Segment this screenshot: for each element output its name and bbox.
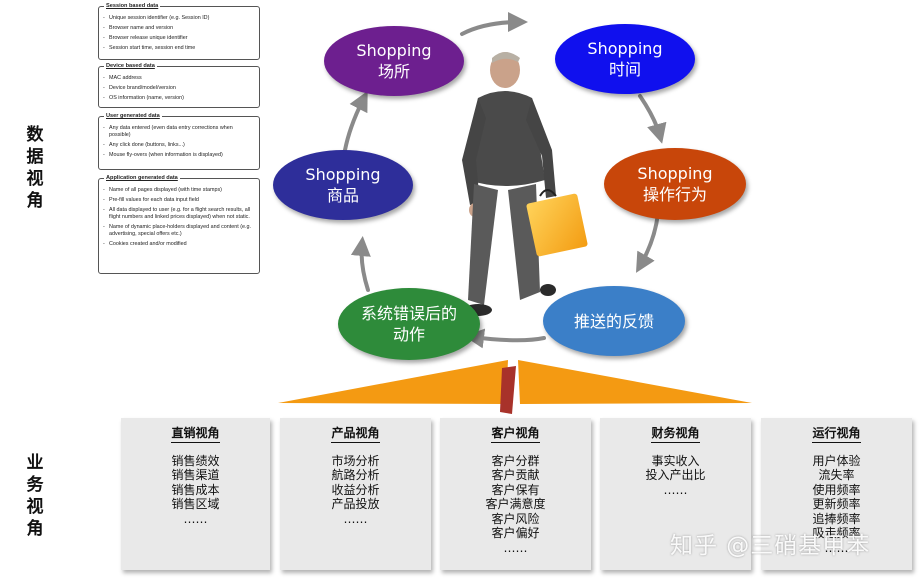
panel-title: 产品视角: [331, 426, 380, 443]
data-view-char: 据: [26, 147, 44, 167]
panel-item: 销售绩效: [171, 453, 220, 468]
funnel-right-wedge: [518, 360, 752, 404]
user-data-box: User generated data Any data entered (ev…: [98, 113, 260, 170]
business-view-char: 角: [26, 519, 44, 539]
shopping-behavior-node: Shopping 操作行为: [604, 148, 746, 220]
panel-item: 吸走频率: [812, 526, 861, 540]
panel-title: 客户视角: [491, 426, 540, 443]
funnel-left-wedge: [278, 360, 508, 404]
panel-item: 产品投放: [331, 497, 380, 511]
node-label: Shopping 时间: [587, 39, 663, 79]
application-data-box: Application generated data Name of all p…: [98, 175, 260, 274]
panel-item: 客户保有: [491, 482, 540, 497]
panel-title: 直销视角: [171, 426, 220, 443]
info-item: Any click done (buttons, links...): [103, 142, 255, 149]
zhihu-watermark: 知乎 @三硝基甲苯: [670, 533, 871, 559]
cycle-arrow: [638, 94, 667, 144]
panel-item: 航路分析: [331, 468, 380, 482]
panel-item: 更新频率: [812, 497, 861, 511]
panel-item: ……: [824, 540, 849, 555]
panel-item: 销售区域: [171, 497, 220, 511]
info-box-title: Device based data: [104, 63, 157, 70]
funnel-left-shadow: [500, 366, 516, 414]
info-item: Pre-fill values for each data input fiel…: [103, 197, 255, 204]
info-item: All data displayed to user (e.g. for a f…: [103, 207, 255, 221]
panel-item: 使用频率: [812, 482, 861, 497]
device-data-box: Device based data MAC address Device bra…: [98, 63, 260, 108]
panel-item: ……: [183, 511, 208, 526]
panel-item: ……: [343, 511, 368, 526]
panel-item: 客户偏好: [491, 526, 540, 540]
data-view-char: 视: [26, 169, 44, 189]
node-label: 推送的反馈: [573, 311, 654, 331]
info-item: Name of dynamic place-holders displayed …: [103, 224, 255, 238]
info-item: Any data entered (even data entry correc…: [103, 125, 255, 139]
panel-title: 运行视角: [812, 426, 861, 443]
info-item: Mouse fly-overs (when information is dis…: [103, 152, 255, 159]
business-view-label: 业 务 视 角: [22, 452, 48, 540]
product-panel: 产品视角 市场分析 航路分析 收益分析 产品投放 ……: [280, 418, 431, 570]
info-item: Name of all pages displayed (with time s…: [103, 187, 255, 194]
panel-item: 投入产出比: [645, 468, 706, 482]
business-view-char: 视: [26, 497, 44, 517]
panel-item: ……: [663, 482, 688, 497]
cycle-arrow: [460, 12, 528, 36]
info-item: Device brand/model/version: [103, 85, 255, 92]
node-label: Shopping 场所: [356, 41, 432, 81]
info-item: MAC address: [103, 75, 255, 82]
cycle-arrow: [636, 211, 660, 273]
business-view-char: 业: [26, 453, 44, 473]
shopping-bag-icon: [526, 189, 588, 257]
session-data-box: Session based data Unique session identi…: [98, 3, 260, 60]
panel-item: ……: [503, 540, 528, 555]
push-feedback-node: 推送的反馈: [543, 286, 685, 356]
info-item: OS information (name, version): [103, 95, 255, 102]
direct-sales-panel: 直销视角 销售绩效 销售渠道 销售成本 销售区域 ……: [121, 418, 270, 570]
customer-panel: 客户视角 客户分群 客户贡献 客户保有 客户满意度 客户风险 客户偏好 ……: [440, 418, 591, 570]
panel-item: 市场分析: [331, 453, 380, 468]
business-view-char: 务: [26, 475, 44, 495]
panel-item: 用户体验: [812, 453, 861, 468]
panel-item: 客户分群: [491, 453, 540, 468]
cycle-arrow: [343, 90, 368, 152]
panel-item: 客户贡献: [491, 468, 540, 482]
data-view-label: 数 据 视 角: [22, 124, 48, 212]
finance-panel: 财务视角 事实收入 投入产出比 ……: [600, 418, 751, 570]
shopping-place-node: Shopping 场所: [324, 26, 464, 96]
cycle-arrow: [350, 236, 371, 292]
shopper-figure: [462, 52, 556, 316]
data-view-char: 数: [26, 125, 44, 145]
info-box-title: User generated data: [104, 113, 162, 120]
panel-item: 追捧频率: [812, 511, 861, 526]
panel-title: 财务视角: [651, 426, 700, 443]
node-label: 系统错误后的 动作: [360, 304, 457, 344]
error-action-node: 系统错误后的 动作: [338, 288, 480, 360]
panel-item: 销售成本: [171, 482, 220, 497]
info-item: Unique session identifier (e.g. Session …: [103, 15, 255, 22]
info-box-title: Application generated data: [104, 175, 180, 182]
panel-item: 流失率: [818, 468, 855, 482]
info-box-title: Session based data: [104, 3, 161, 10]
panel-item: 销售渠道: [171, 468, 220, 482]
info-item: Browser release unique identifier: [103, 35, 255, 42]
info-item: Cookies created and/or modified: [103, 241, 255, 248]
info-item: Browser name and version: [103, 25, 255, 32]
operation-panel: 运行视角 用户体验 流失率 使用频率 更新频率 追捧频率 吸走频率 ……: [761, 418, 912, 570]
data-view-char: 角: [26, 191, 44, 211]
info-item: Session start time, session end time: [103, 45, 255, 52]
shopping-product-node: Shopping 商品: [273, 150, 413, 220]
panel-item: 收益分析: [331, 482, 380, 497]
node-label: Shopping 商品: [305, 165, 381, 205]
panel-item: 客户风险: [491, 511, 540, 526]
cycle-arrow: [464, 328, 546, 349]
panel-item: 事实收入: [651, 453, 700, 468]
funnel-graphic: [278, 360, 752, 414]
panel-item: 客户满意度: [485, 497, 546, 511]
shopping-time-node: Shopping 时间: [555, 24, 695, 94]
node-label: Shopping 操作行为: [637, 164, 713, 204]
